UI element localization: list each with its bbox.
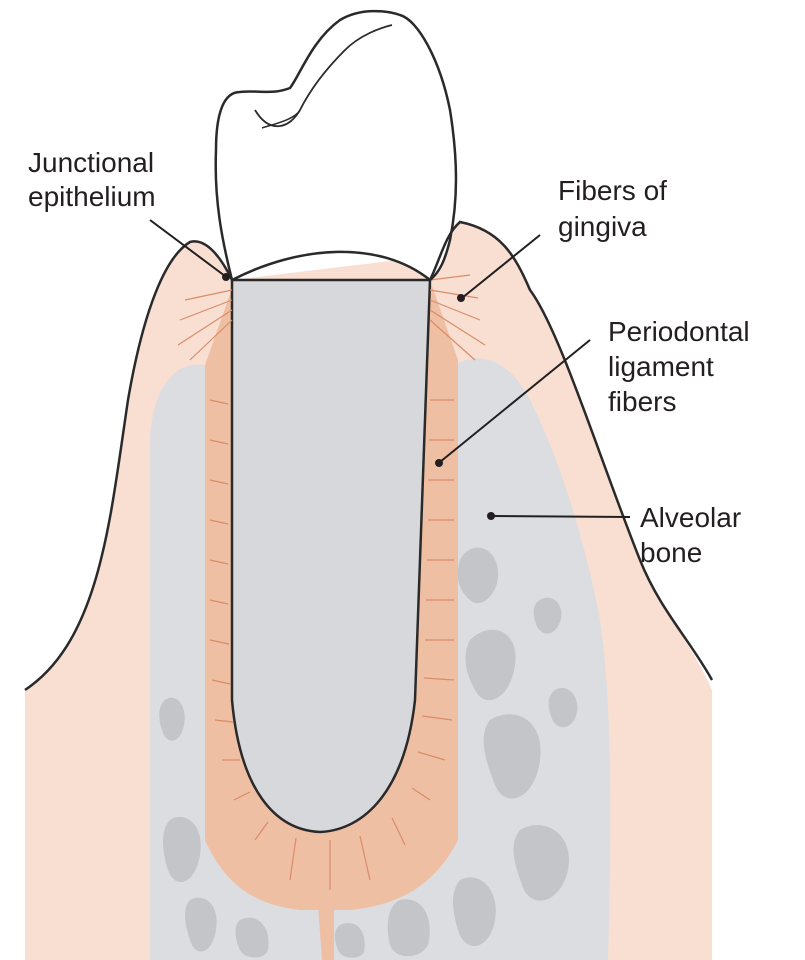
leader-alveolar-bone (493, 516, 630, 517)
pointer-junctional-epithelium (222, 273, 230, 281)
pointer-periodontal-ligament-fibers (435, 459, 443, 467)
label-alveolar-bone-line-2: bone (640, 537, 702, 568)
tooth-root (232, 280, 430, 832)
label-alveolar-bone-line-1: Alveolar (640, 502, 741, 533)
label-junctional-epithelium: Junctional epithelium (28, 147, 162, 212)
label-periodontal-ligament-fibers-line-2: ligament (608, 351, 714, 382)
label-fibers-of-gingiva-line-1: Fibers of (558, 175, 667, 206)
label-junctional-epithelium-line-2: epithelium (28, 181, 156, 212)
label-periodontal-ligament-fibers: Periodontal ligament fibers (608, 316, 757, 417)
label-periodontal-ligament-fibers-line-1: Periodontal (608, 316, 750, 347)
label-junctional-epithelium-line-1: Junctional (28, 147, 154, 178)
label-periodontal-ligament-fibers-line-3: fibers (608, 386, 676, 417)
tooth-crown (216, 11, 456, 280)
label-fibers-of-gingiva: Fibers of gingiva (558, 175, 675, 242)
pointer-alveolar-bone (487, 512, 495, 520)
label-fibers-of-gingiva-line-2: gingiva (558, 211, 647, 242)
pointer-fibers-of-gingiva (457, 294, 465, 302)
label-alveolar-bone: Alveolar bone (640, 502, 749, 568)
